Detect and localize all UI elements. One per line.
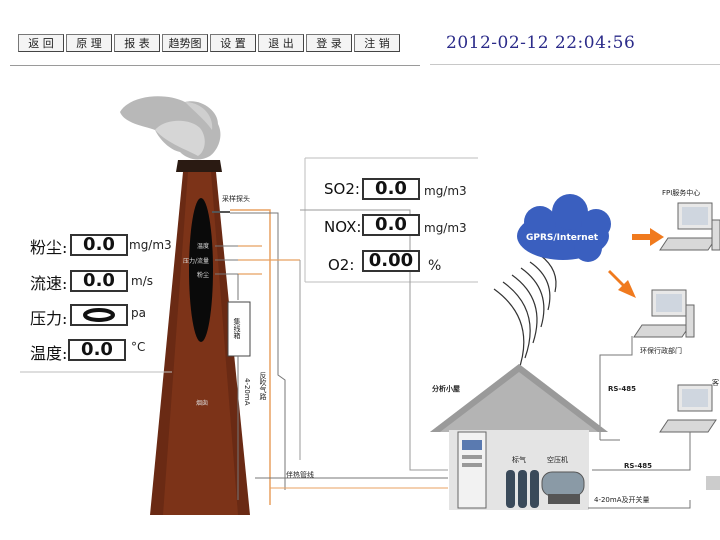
- nox-value: 0.0: [362, 214, 420, 236]
- env-dept-label: 环保行政部门: [640, 347, 682, 355]
- dust-value: 0.0: [70, 234, 128, 256]
- exit-button[interactable]: 退 出: [258, 34, 304, 52]
- pressure-unit: pa: [131, 306, 146, 320]
- so2-label: SO2:: [324, 180, 360, 198]
- gas-cylinders: [506, 470, 539, 508]
- pressure-indicator-glyph: [83, 308, 115, 322]
- principle-button[interactable]: 原 理: [66, 34, 112, 52]
- rs485-label-a: RS-485: [608, 385, 636, 393]
- temperature-value: 0.0: [68, 339, 126, 361]
- toolbar: 返 回 原 理 报 表 趋势图 设 置 退 出 登 录 注 销: [18, 34, 402, 54]
- login-button[interactable]: 登 录: [306, 34, 352, 52]
- header-divider: [10, 65, 420, 66]
- calibration-gas-label: 标气: [512, 456, 526, 464]
- back-button[interactable]: 返 回: [18, 34, 64, 52]
- dust-sensor-label: 粉尘: [197, 272, 210, 279]
- temperature-unit: °C: [131, 340, 146, 354]
- backblow-line-label: 反吹气路: [259, 372, 267, 400]
- nox-unit: mg/m3: [424, 221, 467, 235]
- o2-unit: %: [428, 258, 442, 274]
- env-dept-computer: [633, 289, 695, 338]
- pressure-flow-sensor-label: 压力/流量: [183, 258, 210, 265]
- flow-label: 流速:: [30, 274, 68, 293]
- so2-value: 0.0: [362, 178, 420, 200]
- temperature-label: 温度:: [30, 344, 68, 363]
- chimney: [150, 160, 250, 515]
- dust-label: 粉尘:: [30, 238, 68, 257]
- temp-sensor-label: 温度: [197, 243, 210, 250]
- customer-computer: [659, 384, 717, 433]
- fpi-service-label: FPI服务中心: [662, 189, 701, 197]
- fpi-computer: [659, 202, 720, 251]
- flow-unit: m/s: [131, 274, 153, 288]
- logout-button[interactable]: 注 销: [354, 34, 400, 52]
- trend-chart-button[interactable]: 趋势图: [162, 34, 208, 52]
- flow-value: 0.0: [70, 270, 128, 292]
- analysis-cabin-label: 分析小屋: [432, 385, 460, 393]
- collector-box-label: 集线箱: [233, 318, 241, 339]
- heat-line-label: 伴热管线: [286, 471, 314, 479]
- pressure-label: 压力:: [30, 309, 68, 328]
- analyzer-cabinet: [457, 431, 487, 509]
- flue-label: 烟囱: [196, 400, 209, 407]
- io-signal-label: 4-20mA及开关量: [594, 496, 650, 504]
- cloud-network: [517, 194, 611, 262]
- o2-label: O2:: [328, 256, 355, 274]
- cloud-label: GPRS/Internet: [526, 233, 599, 243]
- arrow-to-env: [608, 270, 636, 298]
- header-divider-right: [430, 64, 720, 65]
- compressor: [541, 471, 585, 504]
- pressure-value: [70, 304, 128, 326]
- o2-value: 0.00: [362, 250, 420, 272]
- settings-button[interactable]: 设 置: [210, 34, 256, 52]
- dust-unit: mg/m3: [129, 238, 172, 252]
- nox-label: NOX:: [324, 218, 362, 236]
- datetime-display: 2012-02-12 22:04:56: [446, 33, 636, 53]
- wireless-signal: [493, 254, 557, 373]
- current-signal-label: 4-20mA: [243, 378, 251, 406]
- smoke-plume: [120, 96, 221, 160]
- so2-unit: mg/m3: [424, 184, 467, 198]
- rs485-label-b: RS-485: [624, 462, 652, 470]
- sampling-probe-label: 采样探头: [222, 195, 250, 203]
- arrow-to-fpi: [632, 228, 664, 246]
- report-button[interactable]: 报 表: [114, 34, 160, 52]
- compressor-label: 空压机: [547, 456, 568, 464]
- customer-label: 客: [712, 379, 719, 387]
